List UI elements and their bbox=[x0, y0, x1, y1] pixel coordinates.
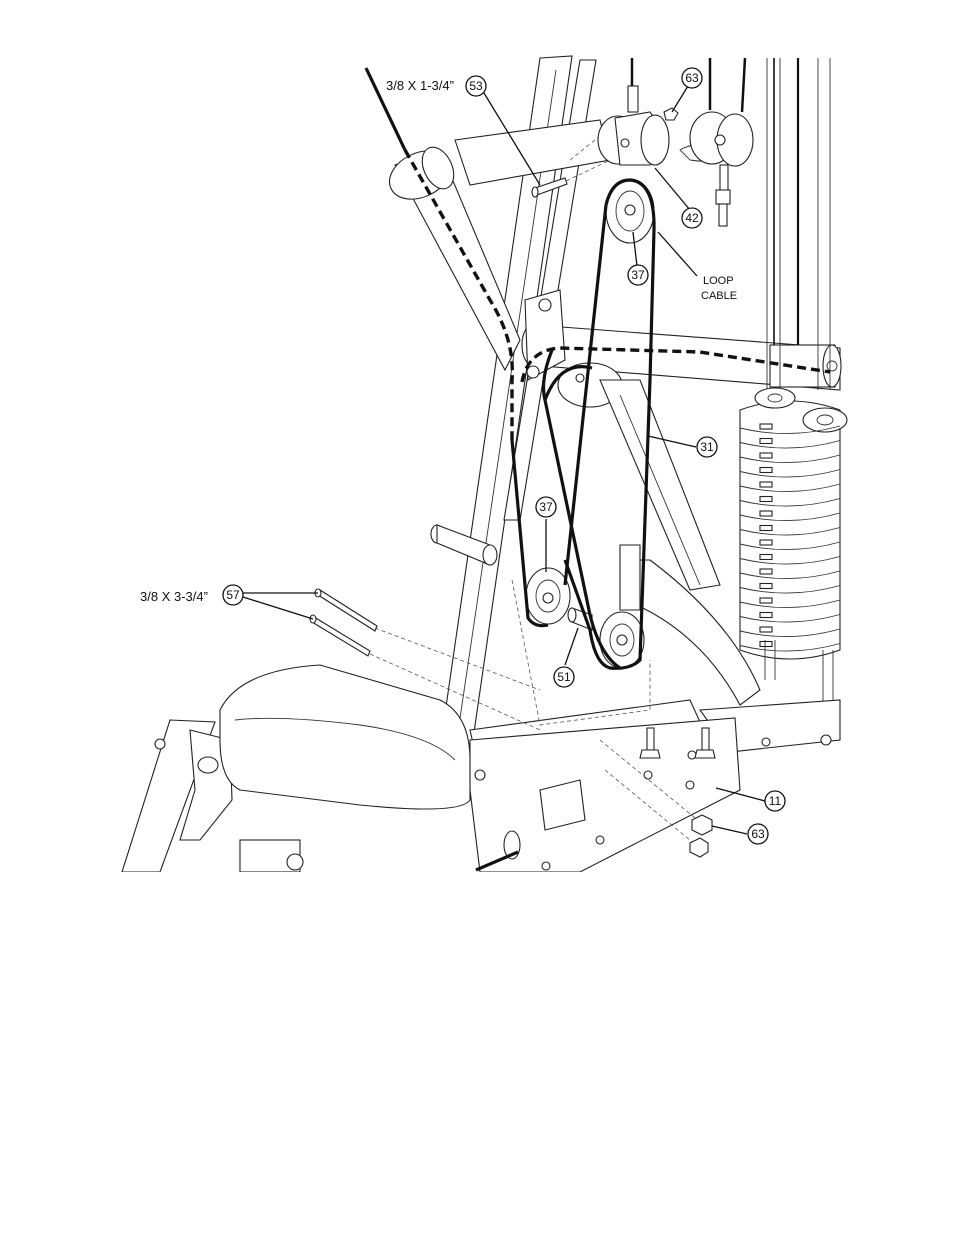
main-cable-dashed bbox=[403, 149, 515, 440]
bolt-53-spec-label: 3/8 X 1-3/4” bbox=[386, 78, 454, 93]
callout-37-middle-number: 37 bbox=[539, 500, 553, 514]
weight-plates bbox=[739, 423, 841, 652]
weight-plate-tab bbox=[759, 568, 773, 575]
bolts-57 bbox=[309, 588, 378, 657]
callout-57-number: 57 bbox=[226, 588, 240, 602]
callout-63-top-number: 63 bbox=[685, 71, 699, 85]
weight-plate-edge bbox=[739, 556, 841, 565]
weight-plate-tab bbox=[759, 582, 773, 590]
weight-plate-tab bbox=[759, 524, 773, 532]
weight-plate-edge bbox=[739, 614, 841, 623]
callout-37-top-number: 37 bbox=[631, 268, 645, 282]
weight-plate-tab bbox=[759, 437, 773, 445]
weight-plate-edge bbox=[739, 628, 841, 637]
weight-plate-edge bbox=[739, 469, 841, 478]
loop-cable-31 bbox=[563, 178, 656, 670]
weight-plate-tab bbox=[759, 481, 773, 488]
weight-plate-edge bbox=[739, 454, 841, 463]
callout-51-number: 51 bbox=[557, 670, 571, 684]
weight-plate-edge bbox=[739, 425, 841, 434]
machine-frame bbox=[121, 55, 848, 873]
cables bbox=[364, 67, 831, 872]
bolt-57-spec-label: 3/8 X 3-3/4” bbox=[140, 589, 208, 604]
loop-cable-label-line1: LOOP bbox=[703, 275, 734, 287]
top-pulley-bracket bbox=[597, 57, 754, 227]
callout-37-top: 37 bbox=[627, 264, 649, 286]
leader-lines bbox=[242, 85, 766, 835]
weight-plate-edge bbox=[739, 512, 841, 521]
callout-11: 11 bbox=[764, 790, 786, 812]
weight-plate-edge bbox=[739, 498, 841, 507]
seat-pad bbox=[219, 664, 471, 810]
callout-53: 53 bbox=[465, 75, 487, 97]
callout-11-number: 11 bbox=[769, 794, 782, 808]
weight-plate-edge bbox=[739, 440, 841, 449]
callout-37-middle: 37 bbox=[535, 496, 557, 518]
nut-63-bottom bbox=[691, 814, 713, 836]
weight-plate-edge bbox=[739, 483, 841, 492]
loop-cable-label-line2: CABLE bbox=[701, 290, 737, 302]
callout-57: 57 bbox=[222, 584, 244, 606]
callout-51: 51 bbox=[553, 666, 575, 688]
weight-plate-tab bbox=[759, 640, 773, 648]
weight-plate-edge bbox=[739, 570, 841, 579]
lower-curved-member bbox=[624, 559, 761, 706]
weight-plate-tab bbox=[759, 553, 773, 561]
guide-rods bbox=[766, 58, 831, 390]
seat-post-pin bbox=[430, 524, 498, 566]
callout-42: 42 bbox=[681, 207, 703, 229]
weight-plate-tab bbox=[759, 452, 773, 459]
weight-plate-tab bbox=[759, 423, 773, 430]
pulley-51-bottom bbox=[599, 611, 645, 669]
weight-plate-edge bbox=[739, 585, 841, 594]
callout-31-number: 31 bbox=[700, 440, 714, 454]
callout-63-top: 63 bbox=[681, 67, 703, 89]
callout-53-number: 53 bbox=[469, 79, 483, 93]
weight-stack bbox=[739, 387, 848, 660]
weight-plate-edge bbox=[739, 527, 841, 536]
weight-plate-edge bbox=[739, 599, 841, 608]
callout-63-bottom: 63 bbox=[747, 823, 769, 845]
weight-plate-tab bbox=[759, 495, 773, 503]
weight-plate-tab bbox=[759, 611, 773, 619]
weight-plate-tab bbox=[759, 539, 773, 546]
weight-plate-tab bbox=[759, 466, 773, 474]
pulley-37-middle bbox=[525, 567, 571, 625]
blank-area bbox=[0, 872, 954, 1235]
weight-plate-tab bbox=[759, 597, 773, 604]
diagonal-support bbox=[599, 379, 721, 591]
callout-63-bottom-number: 63 bbox=[751, 827, 765, 841]
callout-31: 31 bbox=[696, 436, 718, 458]
weight-plate-edge bbox=[739, 643, 841, 652]
weight-plate-tab bbox=[759, 626, 773, 633]
bolt-53 bbox=[531, 177, 568, 198]
weight-plate-edge bbox=[739, 541, 841, 550]
callout-42-number: 42 bbox=[685, 211, 699, 225]
weight-plate-tab bbox=[759, 510, 773, 517]
